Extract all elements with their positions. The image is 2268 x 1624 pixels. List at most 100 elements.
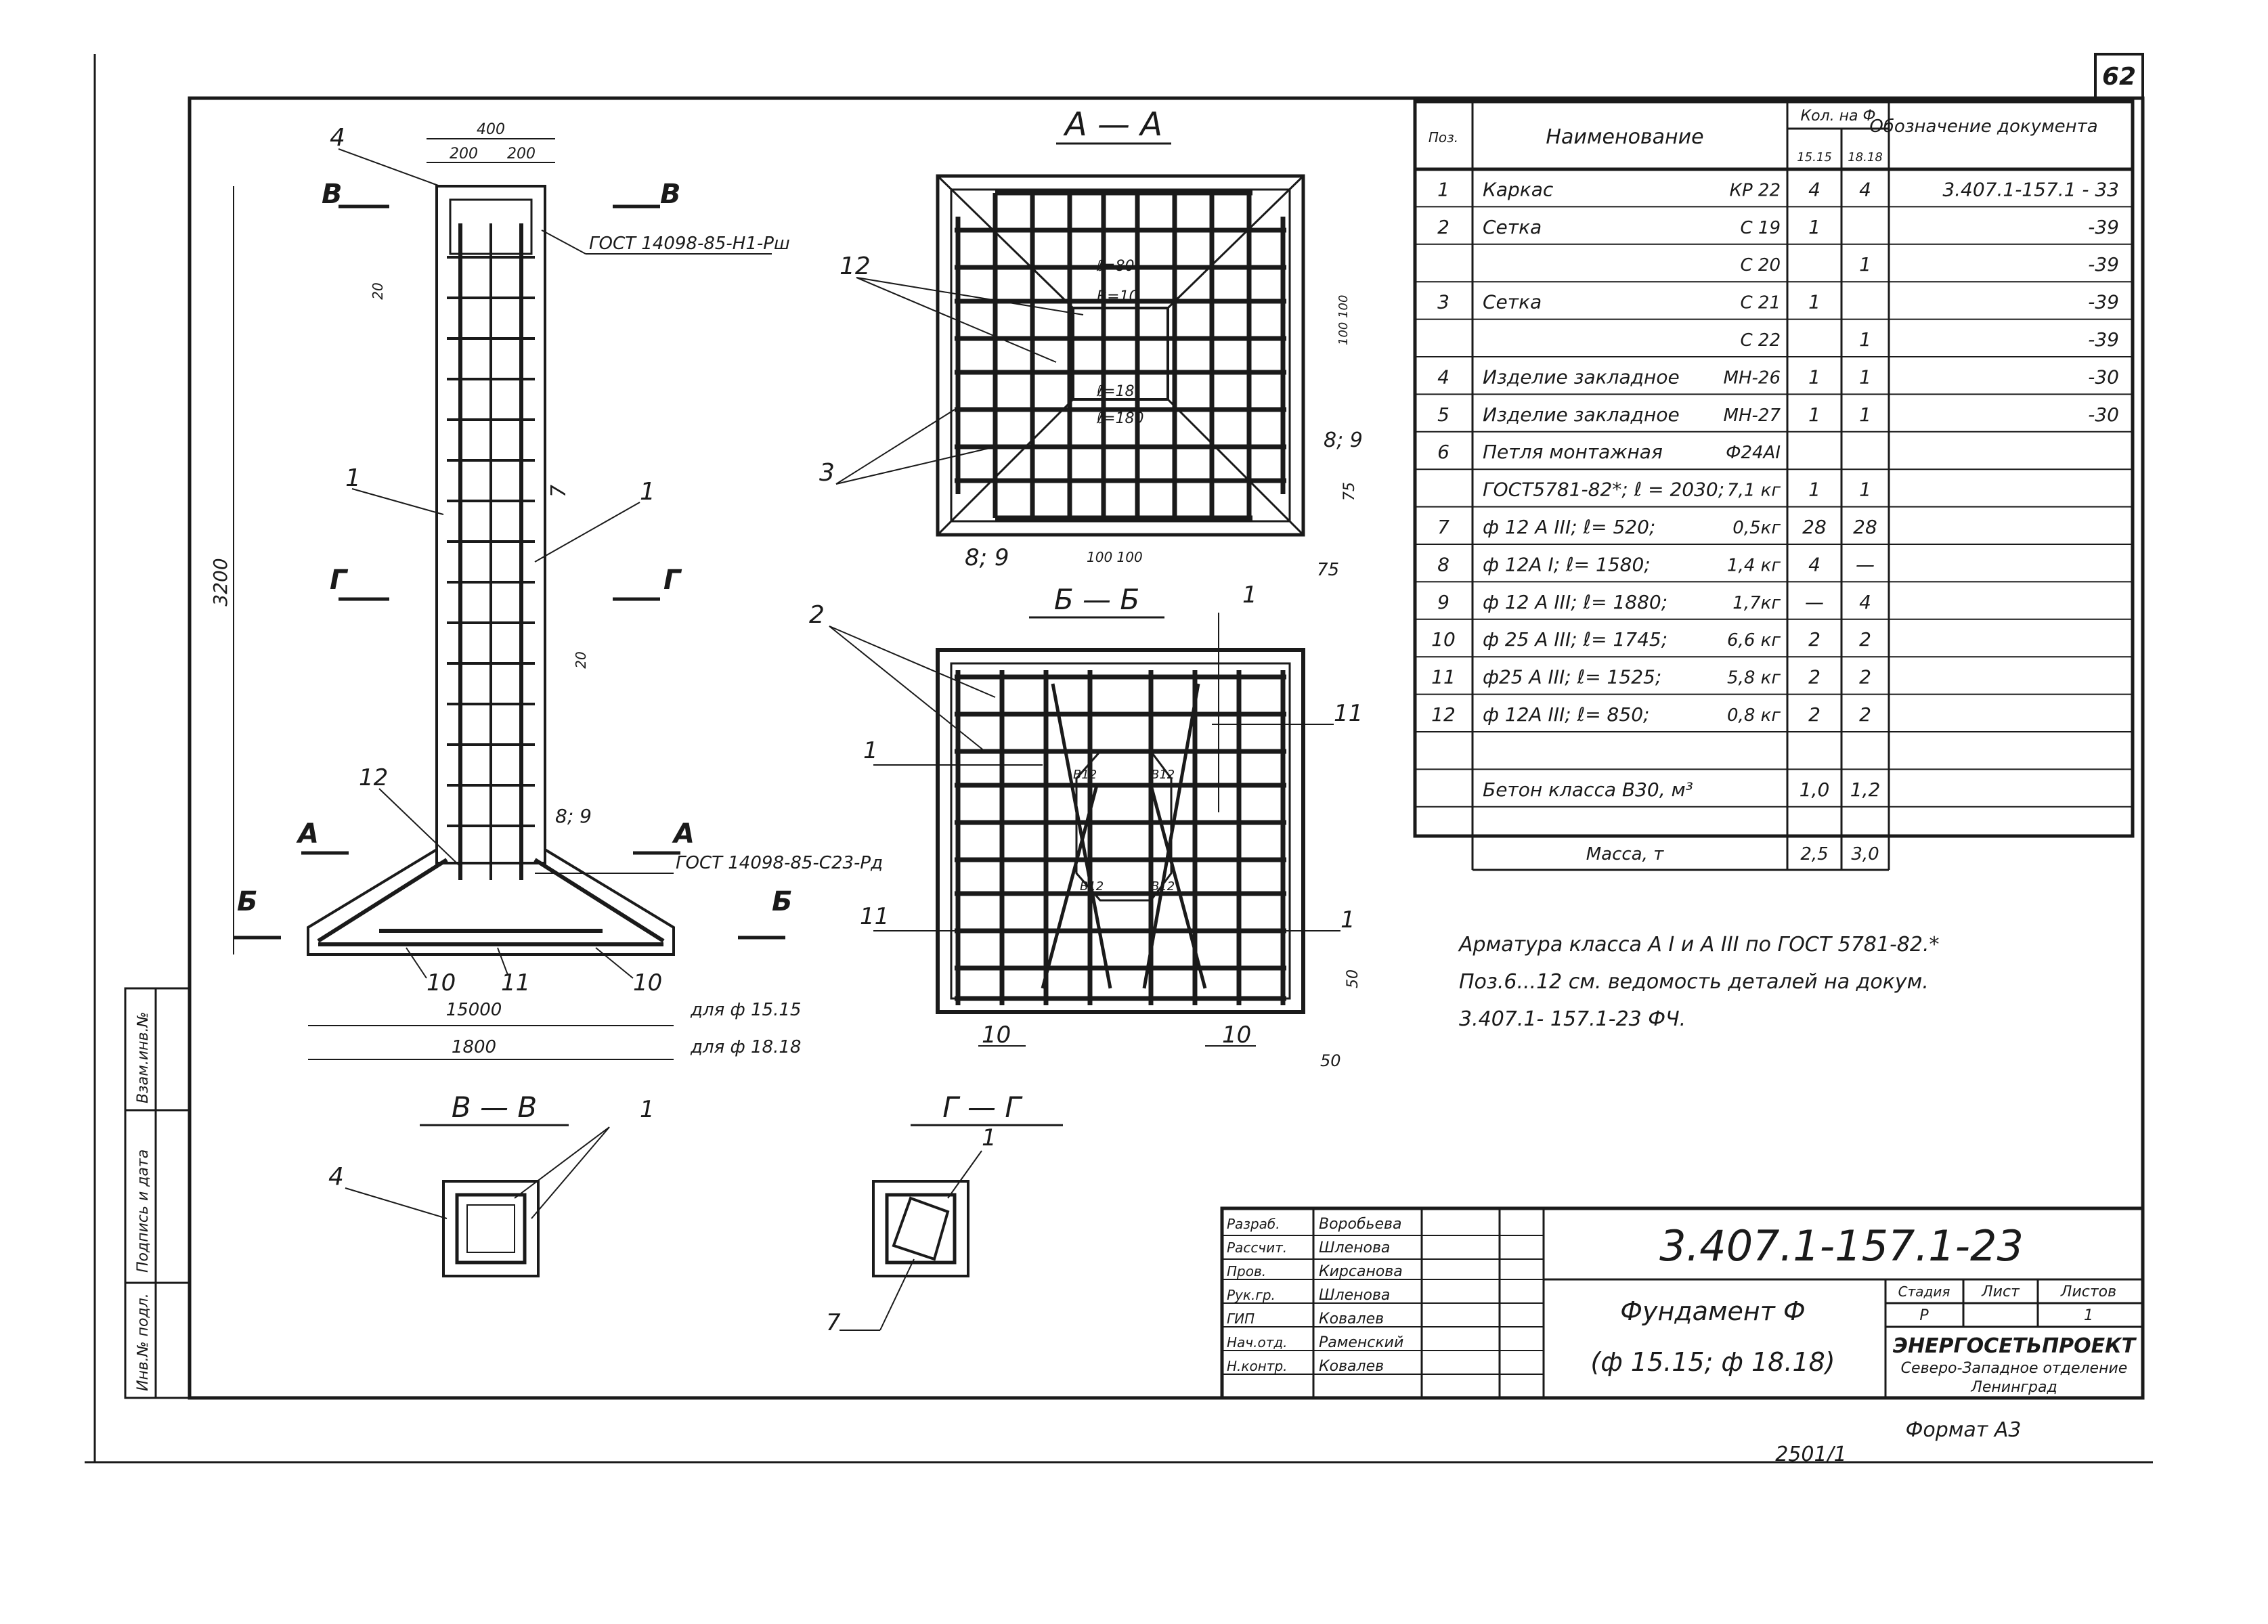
th-qty2: 18.18 bbox=[1848, 150, 1883, 164]
cell-qty2: 1,2 bbox=[1850, 778, 1881, 801]
aa-callout-12: 12 bbox=[839, 253, 871, 280]
cell-pos: 3 bbox=[1437, 291, 1449, 313]
tb-person: Раменский bbox=[1319, 1334, 1403, 1351]
tb-role: Нач.отд. bbox=[1227, 1334, 1288, 1351]
tb-person: Кирсанова bbox=[1319, 1263, 1403, 1280]
cell-pos: 10 bbox=[1431, 628, 1456, 651]
bb-b12-4: В12 bbox=[1151, 879, 1175, 894]
gg-callout-1: 1 bbox=[982, 1124, 997, 1151]
cell-doc: 3.407.1-157.1 - 33 bbox=[1942, 178, 2119, 200]
tb-person: Ковалев bbox=[1319, 1358, 1384, 1375]
plan-bb: Б — Б В12 В12 В12 В12 2 1 1 11 11 bbox=[809, 581, 1363, 1070]
title-block-roles: Разраб.ВоробьеваРассчит.ШленоваПров.Кирс… bbox=[1227, 1216, 1403, 1375]
cell-qty2: 1 bbox=[1859, 403, 1871, 426]
cell-name: ф 25 А III; ℓ= 1745; bbox=[1483, 628, 1667, 651]
footing-outline bbox=[307, 848, 675, 956]
note-line-2: Поз.6...12 см. ведомость деталей на доку… bbox=[1459, 970, 1929, 994]
elevation-view: 400 200 200 3200 20 20 15000 1800 для ф … bbox=[209, 121, 883, 1060]
tb-org2: Северо-Западное отделение bbox=[1901, 1360, 2128, 1377]
th-pos: Поз. bbox=[1429, 129, 1458, 146]
cell-pos: 9 bbox=[1437, 591, 1449, 613]
bb-callout-2: 2 bbox=[809, 601, 825, 629]
tb-stage-header: Стадия bbox=[1898, 1283, 1950, 1300]
cell-name: ф 12 А III; ℓ= 520; bbox=[1483, 516, 1655, 538]
cell-pos: 8 bbox=[1437, 553, 1449, 575]
cell-qty1: — bbox=[1805, 591, 1824, 613]
tb-sheet-header: Лист bbox=[1981, 1283, 2020, 1300]
format-label: Формат А3 bbox=[1906, 1418, 2022, 1442]
callout-11: 11 bbox=[501, 969, 530, 996]
cell-qty2: 1 bbox=[1859, 328, 1871, 351]
th-name: Наименование bbox=[1546, 125, 1703, 149]
cell-qty2: 2 bbox=[1859, 666, 1871, 688]
spec-table: Поз. Наименование Кол. на Ф 15.15 18.18 … bbox=[1413, 100, 2135, 871]
cell-qty1: 2 bbox=[1808, 703, 1820, 726]
tb-sheets: 1 bbox=[2084, 1307, 2093, 1324]
cell-name: ф 12А I; ℓ= 1580; bbox=[1483, 553, 1651, 575]
cell-pos: 2 bbox=[1437, 216, 1449, 238]
aa-b10: В=10 bbox=[1097, 288, 1139, 305]
tb-title: Фундамент Ф bbox=[1620, 1296, 1805, 1326]
cell-mark: МН-26 bbox=[1724, 368, 1781, 388]
cell-mark: МН-27 bbox=[1724, 405, 1781, 426]
cell-qty1: 4 bbox=[1808, 553, 1820, 575]
cell-name: ф 12 А III; ℓ= 1880; bbox=[1483, 591, 1667, 613]
cell-qty1: 1 bbox=[1808, 479, 1820, 501]
cell-qty2: 2 bbox=[1859, 628, 1871, 651]
stamp-vzam-inv: Взам.инв.№ bbox=[135, 1012, 152, 1103]
bb-callout-1-top: 1 bbox=[1242, 581, 1257, 609]
dim-spacing-1: 20 bbox=[370, 282, 386, 299]
dim-top-left: 200 bbox=[450, 146, 478, 162]
tb-sheets-header: Листов bbox=[2060, 1283, 2116, 1300]
cell-pos: 7 bbox=[1437, 516, 1449, 538]
mark-a-left: А bbox=[296, 818, 319, 850]
bb-b12-2: В12 bbox=[1151, 768, 1175, 782]
cell-mark: С 20 bbox=[1740, 255, 1781, 276]
cell-mark: 0,8 кг bbox=[1727, 705, 1781, 726]
cell-doc: -30 bbox=[2088, 366, 2119, 388]
tb-stage: Р bbox=[1919, 1307, 1929, 1324]
cell-qty1: 1,0 bbox=[1800, 778, 1830, 801]
cell-doc: -39 bbox=[2088, 216, 2119, 238]
cell-mark: 5,8 кг bbox=[1727, 668, 1781, 688]
mark-g-left: Г bbox=[330, 565, 349, 596]
dim-width-small: 15000 bbox=[446, 1000, 502, 1020]
sheet-number: 62 bbox=[2102, 63, 2136, 91]
cell-name: Сетка bbox=[1483, 216, 1542, 238]
bb-callout-10-left: 10 bbox=[982, 1022, 1011, 1049]
callout-7: 7 bbox=[547, 485, 571, 498]
cell-mark: 1,7кг bbox=[1732, 593, 1781, 613]
callout-8-9: 8; 9 bbox=[555, 805, 592, 827]
cell-pos: 1 bbox=[1437, 178, 1449, 200]
aa-callout-89-bottom: 8; 9 bbox=[965, 544, 1009, 571]
bb-dim-50a: 50 bbox=[1345, 969, 1361, 988]
dim-label-large: для ф 18.18 bbox=[690, 1037, 801, 1057]
bb-callout-11-right: 11 bbox=[1334, 700, 1363, 727]
cell-mark: С 19 bbox=[1740, 218, 1781, 238]
mark-g-right: Г bbox=[663, 565, 682, 596]
cell-qty2: 4 bbox=[1859, 591, 1871, 613]
callout-10-right: 10 bbox=[633, 969, 662, 996]
section-vv-title: В — В bbox=[452, 1091, 537, 1124]
dim-top-right: 200 bbox=[507, 146, 536, 162]
bb-callout-1-left: 1 bbox=[863, 737, 878, 764]
tb-role: ГИП bbox=[1227, 1311, 1255, 1327]
cell-name: ф 12А III; ℓ= 850; bbox=[1483, 703, 1649, 726]
notes: Арматура класса А I и А III по ГОСТ 5781… bbox=[1458, 933, 1940, 1031]
tb-role: Разраб. bbox=[1227, 1216, 1280, 1232]
tb-org3: Ленинград bbox=[1970, 1379, 2057, 1396]
tb-role: Н.контр. bbox=[1227, 1358, 1288, 1374]
cell-name: Каркас bbox=[1483, 178, 1554, 200]
cell-doc: -39 bbox=[2088, 328, 2119, 351]
mark-v-left: В bbox=[322, 179, 343, 210]
cell-mark: 7,1 кг bbox=[1727, 481, 1781, 501]
note-line-3: 3.407.1- 157.1-23 ФЧ. bbox=[1459, 1007, 1686, 1031]
bb-dim-50b: 50 bbox=[1320, 1051, 1341, 1070]
cell-pos: 12 bbox=[1431, 703, 1456, 726]
tb-subtitle: (ф 15.15; ф 18.18) bbox=[1590, 1347, 1835, 1377]
vv-callout-1: 1 bbox=[640, 1096, 655, 1123]
stamp-inv-podl: Инв.№ подл. bbox=[135, 1293, 152, 1391]
cell-mark: КР 22 bbox=[1730, 180, 1781, 200]
note-line-1: Арматура класса А I и А III по ГОСТ 5781… bbox=[1458, 933, 1940, 957]
cell-name: Изделие закладное bbox=[1483, 403, 1680, 426]
